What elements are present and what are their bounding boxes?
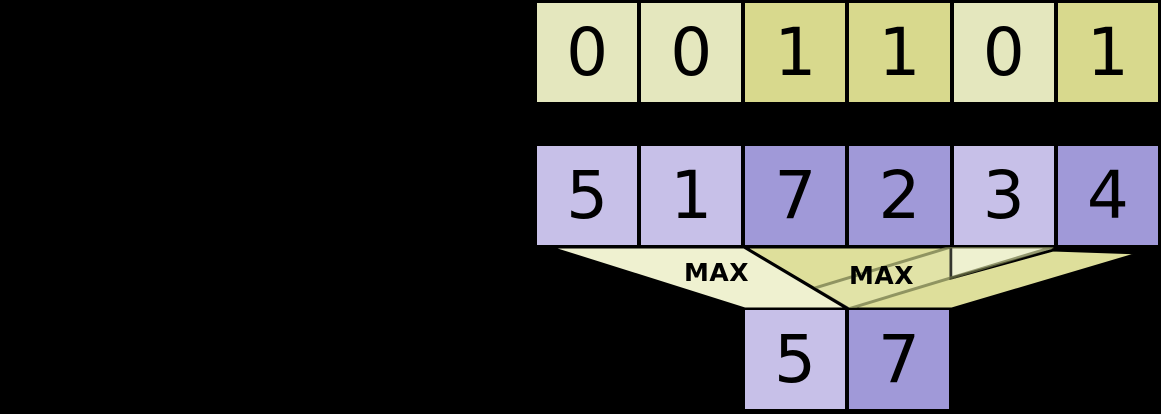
result-cell: 7 [847,308,951,411]
cell-value: 1 [670,156,713,234]
vector-cell: 7 [743,144,848,247]
cell-value: 1 [774,13,817,91]
mask-cell: 0 [535,1,640,104]
mask-cell: 1 [1055,1,1160,104]
cell-value: 4 [1086,156,1129,234]
cell-value: 5 [566,156,609,234]
cell-value: 1 [878,13,921,91]
max-label-right: MAX [849,261,915,290]
mask-cell: 1 [743,1,848,104]
vector-cell: 3 [951,144,1056,247]
cell-value: 7 [774,156,817,234]
vector-cell: 4 [1055,144,1160,247]
cell-value: 0 [982,13,1025,91]
cell-value: 0 [670,13,713,91]
cell-value: 5 [774,320,816,398]
vector-cell: 1 [639,144,744,247]
cell-value: 0 [566,13,609,91]
mask-cell: 0 [639,1,744,104]
vector-cell: 5 [535,144,640,247]
cell-value: 2 [878,156,921,234]
cell-value: 1 [1086,13,1129,91]
funnel-notch [949,245,1055,280]
result-cell: 5 [743,308,847,411]
cell-value: 3 [982,156,1025,234]
funnel-dark-masked-lane [738,245,1142,311]
mask-cell: 0 [951,1,1056,104]
vector-cell: 2 [847,144,952,247]
mask-cell: 1 [847,1,952,104]
max-label-left: MAX [684,258,750,287]
cell-value: 7 [878,320,920,398]
